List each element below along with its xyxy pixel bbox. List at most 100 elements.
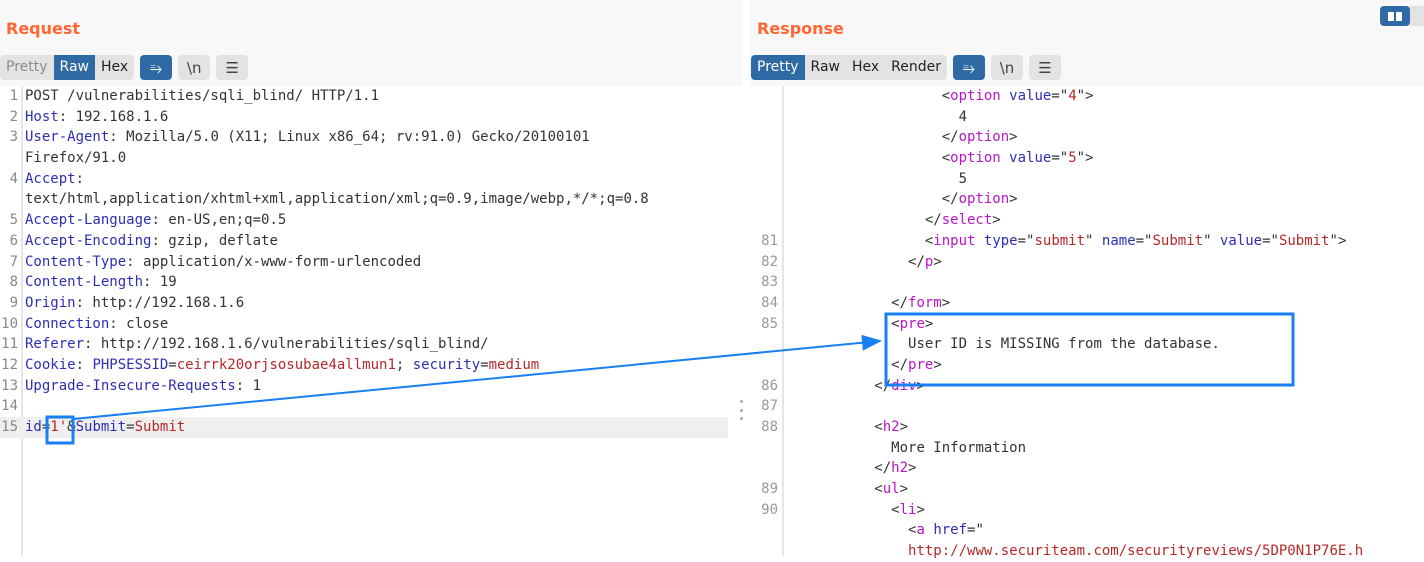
response-wrap-lines-button[interactable]: ⥱ (953, 55, 986, 80)
code-token: h2 (891, 460, 909, 477)
code-token: option (950, 150, 1001, 167)
code-token: Accept-Language (25, 212, 152, 229)
panel-divider[interactable] (742, 0, 750, 556)
code-text: <input type="submit" name="Submit" value… (790, 231, 1347, 252)
code-token: input (933, 232, 976, 249)
wrap-lines-icon: ⥱ (150, 58, 163, 77)
code-token: > (1009, 129, 1018, 146)
code-token: : 19 (143, 274, 177, 291)
code-line: </h2> (750, 458, 1424, 479)
request-wrap-lines-button[interactable]: ⥱ (140, 55, 173, 80)
code-token: > (899, 419, 909, 435)
response-editor[interactable]: <option value="4"> 4 </option> <option v… (750, 86, 1424, 560)
code-token: type (983, 232, 1018, 249)
code-token: </ (941, 191, 959, 208)
code-token: > (916, 501, 925, 518)
response-tab-hex[interactable]: Hex (851, 59, 880, 75)
line-number: 15 (1, 419, 18, 435)
code-token: < (874, 481, 883, 498)
code-token: 5 (1068, 150, 1077, 167)
response-tab-render[interactable]: Render (891, 59, 942, 75)
code-token: " (1203, 232, 1220, 249)
line-number: 88 (761, 419, 778, 435)
request-tab-pretty[interactable]: Pretty (6, 59, 48, 75)
code-token: < (941, 150, 951, 167)
line-number: 2 (9, 108, 18, 125)
code-token: http://www.securiteam.com/securityreview… (908, 543, 1364, 560)
line-number: 8 (9, 274, 18, 291)
newline-icon: \n (186, 58, 202, 77)
code-line: </select> (750, 210, 1424, 231)
code-token: " (1085, 232, 1102, 249)
line-number: 86 (761, 377, 778, 394)
code-line: <option value="5"> (750, 148, 1424, 169)
line-number: 7 (9, 253, 18, 270)
code-token: =" (1262, 232, 1279, 249)
code-line: 85 <pre> (750, 314, 1424, 335)
request-view-tabs: Pretty Raw Hex (0, 55, 135, 80)
response-menu-button[interactable]: ☰ (1029, 55, 1062, 80)
code-token: option (950, 88, 1001, 104)
newline-icon: \n (999, 58, 1015, 77)
code-line: </pre> (750, 355, 1424, 376)
response-tab-raw[interactable]: Raw (810, 59, 840, 75)
request-tab-raw[interactable]: Raw (53, 55, 95, 80)
code-text: Accept: (25, 169, 84, 190)
code-line: 83 (750, 272, 1424, 293)
code-token (975, 233, 983, 249)
code-token: Referer (25, 336, 85, 353)
layout-toggle[interactable] (1380, 6, 1424, 26)
code-text: <option value="4"> (790, 86, 1094, 107)
code-token: Host (25, 108, 59, 125)
code-text: id=1'&Submit=Submit (25, 417, 185, 438)
code-token: > (933, 253, 942, 270)
code-token: </ (908, 253, 925, 270)
code-line: <a href=" (750, 520, 1424, 541)
response-show-newlines-button[interactable]: \n (991, 55, 1024, 80)
code-token: Submit (1152, 232, 1204, 249)
code-token: p (924, 253, 934, 270)
code-token: value (1009, 88, 1052, 104)
code-text: </div> (790, 376, 925, 397)
code-line: text/html,application/xhtml+xml,applicat… (0, 189, 742, 210)
code-token: > (941, 294, 951, 311)
response-tab-pretty[interactable]: Pretty (751, 55, 805, 80)
response-panel: Response Pretty Raw Hex Render ⥱ \n ☰ (750, 0, 1424, 560)
code-line: 81 <input type="submit" name="Submit" va… (750, 231, 1424, 252)
request-title: Request (6, 19, 81, 38)
code-token: Origin (25, 294, 76, 311)
split-view-icon[interactable] (1380, 6, 1410, 26)
code-token: medium (488, 356, 540, 373)
code-line: 14 (0, 396, 742, 417)
code-token: ; (395, 356, 413, 373)
line-number: 84 (761, 294, 778, 311)
panel-splitter-handle[interactable] (738, 400, 744, 420)
code-text: More Information (790, 438, 1026, 459)
code-token: > (1009, 191, 1018, 208)
code-line: </option> (750, 127, 1424, 148)
code-token: = (168, 356, 177, 373)
line-number: 82 (761, 253, 778, 270)
code-line: More Information (750, 438, 1424, 459)
code-token: href (933, 522, 968, 539)
code-token: =" (1051, 88, 1069, 104)
line-number: 87 (761, 398, 778, 415)
request-show-newlines-button[interactable]: \n (178, 55, 211, 80)
code-line: 15 id=1'&Submit=Submit (0, 417, 728, 438)
request-tab-hex[interactable]: Hex (100, 59, 129, 75)
code-token: > (908, 460, 917, 477)
response-header: Response Pretty Raw Hex Render ⥱ \n ☰ (750, 0, 1424, 86)
request-menu-button[interactable]: ☰ (216, 55, 249, 80)
line-number: 13 (1, 377, 18, 394)
code-text: </form> (790, 293, 950, 314)
code-text: </option> (790, 189, 1018, 210)
line-number: 4 (9, 170, 18, 187)
hamburger-menu-icon: ☰ (1038, 58, 1052, 77)
